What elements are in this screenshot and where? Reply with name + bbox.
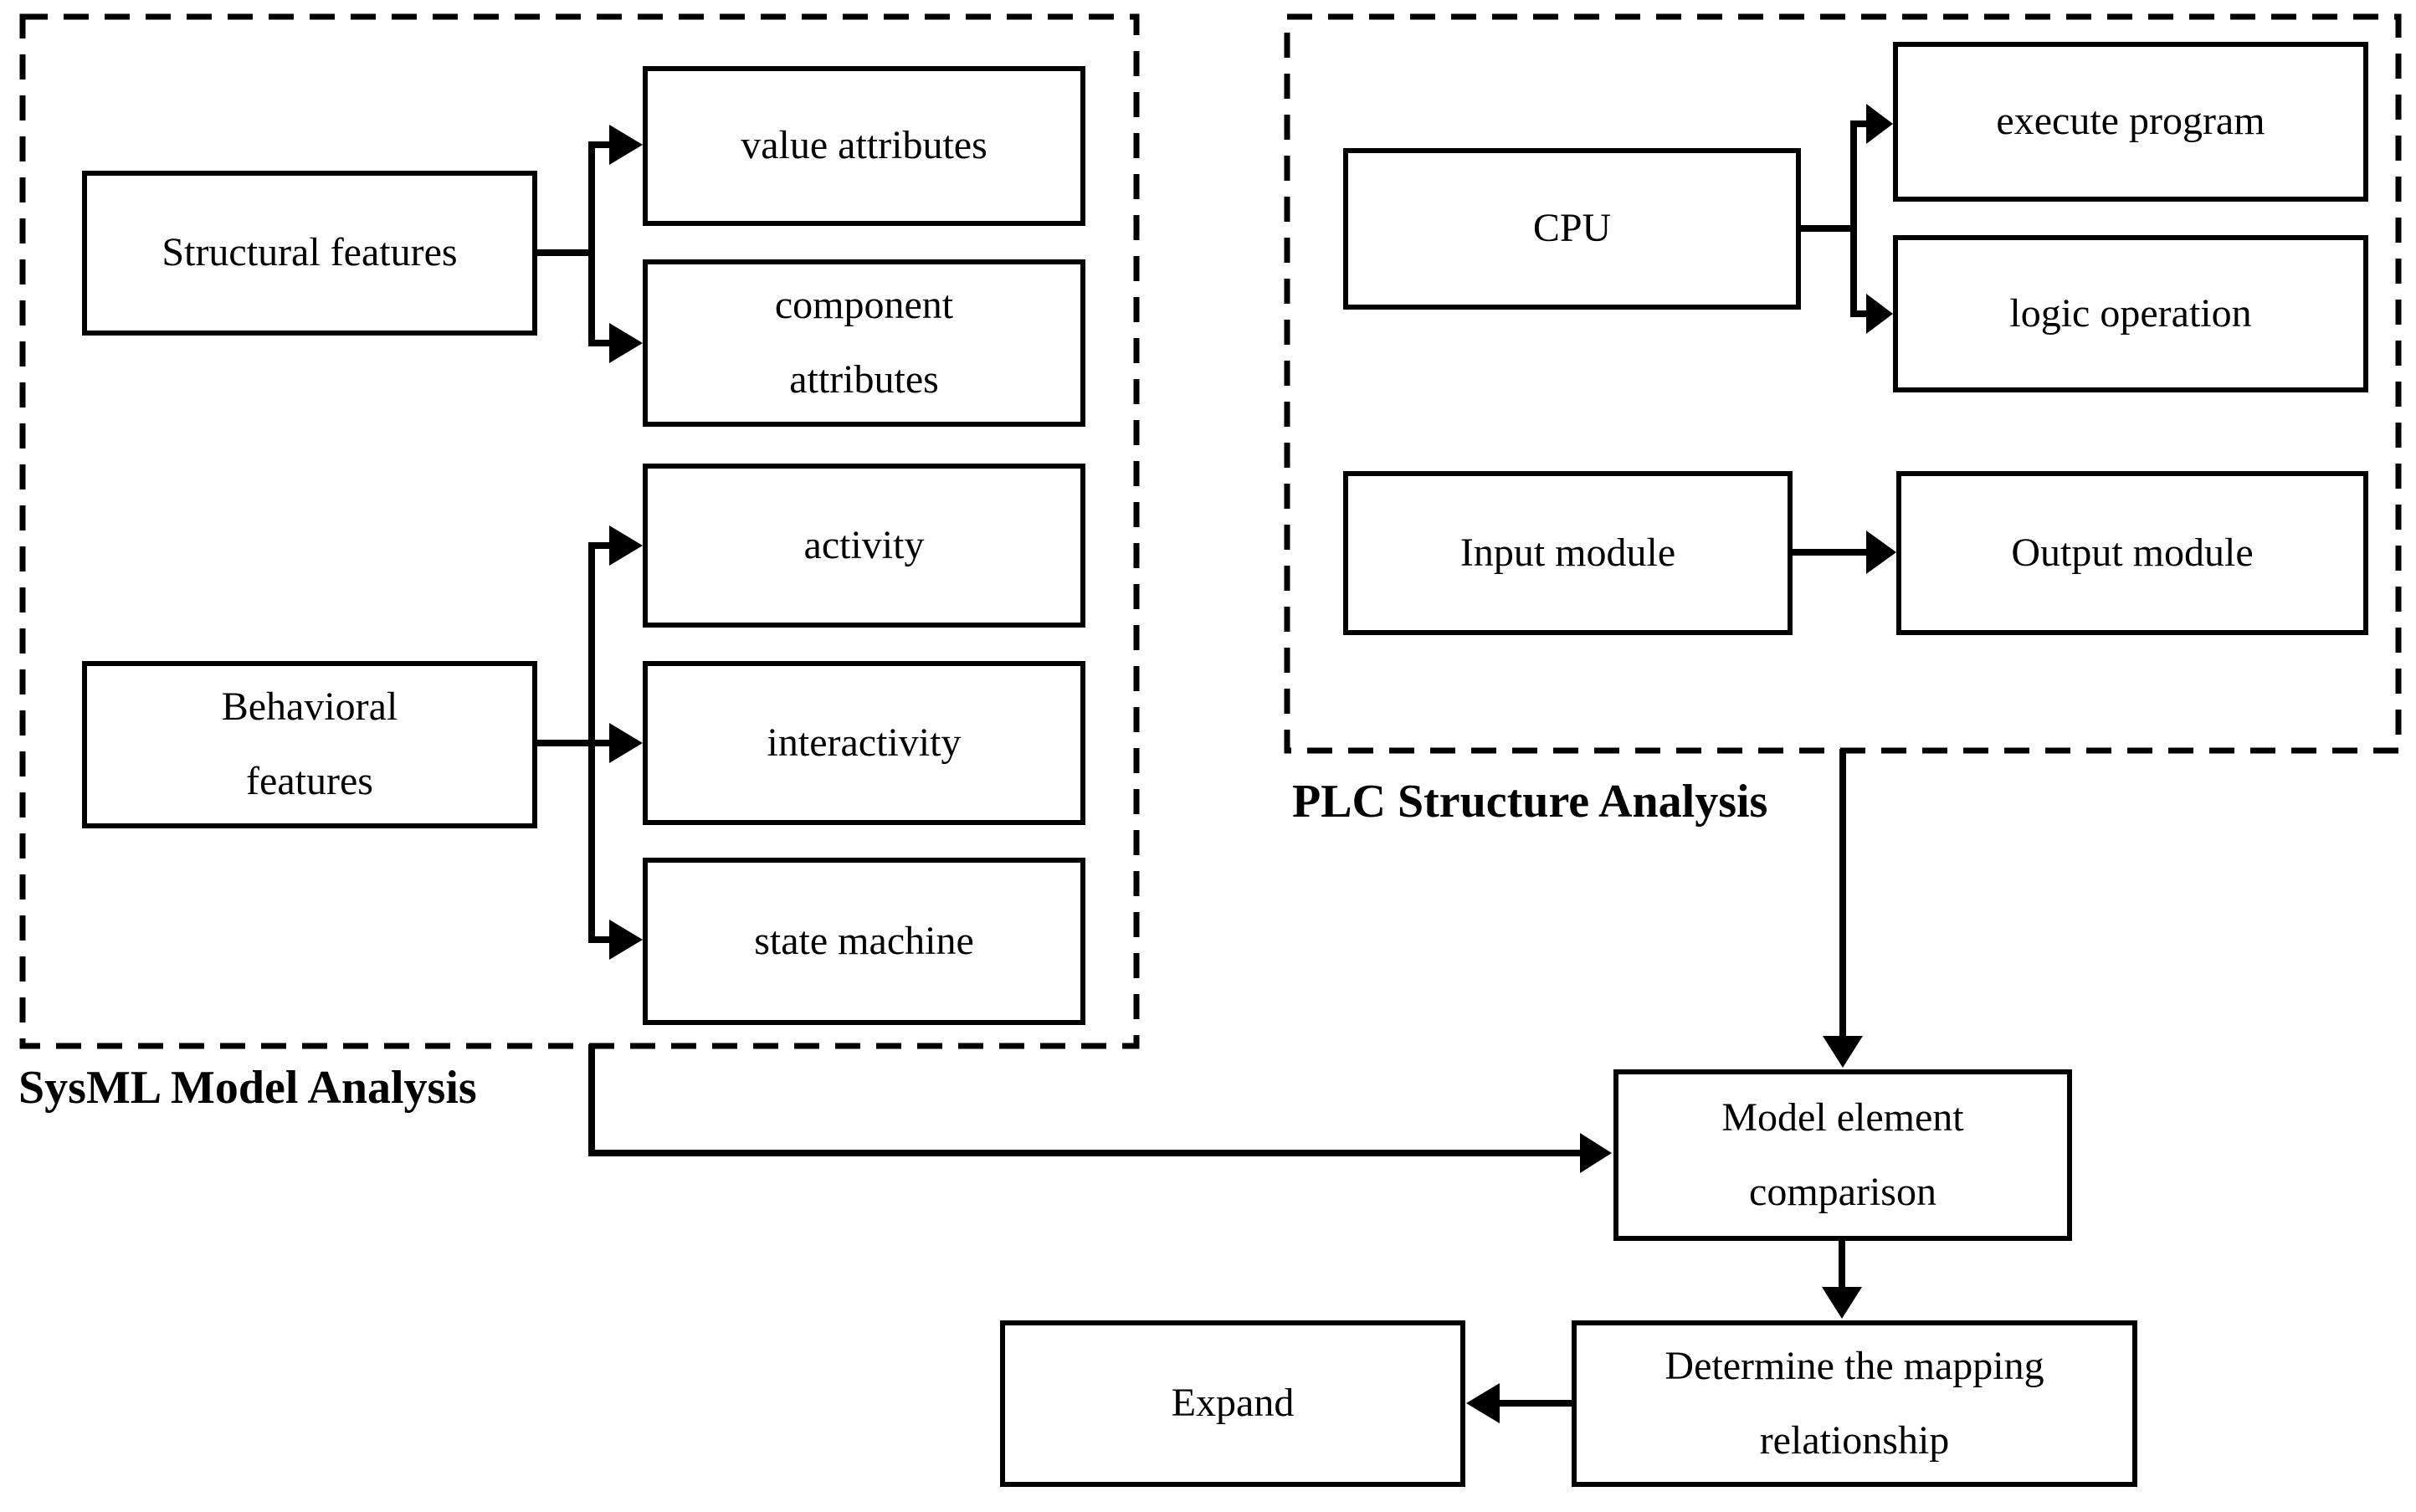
node-execute-program-label: execute program (1996, 99, 2265, 144)
node-execute-program: execute program (1893, 42, 2368, 202)
node-activity: activity (643, 464, 1085, 628)
arrowhead-execute-program (1866, 104, 1893, 144)
node-model-element-comparison-label: Model element comparison (1721, 1094, 1964, 1214)
connector-sysml-exit (588, 1044, 1583, 1156)
node-logic-operation-label: logic operation (2009, 290, 2252, 336)
node-activity-label: activity (803, 522, 925, 567)
sysml-group-border (19, 13, 1140, 1049)
node-expand-label: Expand (1171, 1381, 1295, 1426)
edge-behavioral-to-activities (534, 525, 643, 960)
arrowhead-model-element-top (1823, 1036, 1863, 1068)
node-model-element-comparison: Model element comparison (1613, 1069, 2072, 1241)
arrowhead-state-machine (609, 920, 643, 960)
node-state-machine-label: state machine (754, 918, 974, 963)
node-behavioral-features-label: Behavioral features (221, 684, 398, 803)
edge-sysml-to-model-element-comparison (588, 1044, 1612, 1173)
edge-structural-to-value-and-component (534, 125, 643, 363)
node-value-attributes: value attributes (643, 66, 1085, 226)
node-input-module-label: Input module (1459, 530, 1676, 575)
edge-comparison-to-determine (1822, 1238, 1862, 1319)
edge-determine-to-expand (1466, 1383, 1572, 1423)
arrowhead-component-attributes (609, 323, 643, 363)
node-state-machine: state machine (643, 858, 1085, 1025)
arrowhead-determine-mapping (1822, 1287, 1862, 1319)
arrowhead-model-element-left (1580, 1133, 1612, 1173)
node-interactivity-label: interactivity (767, 720, 962, 765)
node-component-attributes-label: component attributes (774, 283, 954, 402)
node-determine-mapping: Determine the mapping relationship (1572, 1320, 2137, 1487)
edge-plc-to-model-element-comparison (1823, 749, 1863, 1068)
arrowhead-expand (1466, 1383, 1500, 1423)
sysml-group-label: SysML Model Analysis (18, 1062, 477, 1114)
edge-cpu-to-functions (1793, 104, 1893, 334)
node-interactivity: interactivity (643, 661, 1085, 825)
node-logic-operation: logic operation (1893, 235, 2368, 392)
node-output-module-label: Output module (2011, 530, 2254, 575)
arrowhead-output-module (1866, 530, 1896, 574)
arrowhead-value-attributes (609, 125, 643, 165)
arrowhead-logic-operation (1866, 294, 1893, 334)
node-determine-mapping-label: Determine the mapping relationship (1665, 1343, 2044, 1463)
node-structural-features: Structural features (82, 171, 537, 336)
plc-group-label: PLC Structure Analysis (1292, 776, 1768, 828)
node-expand: Expand (1000, 1320, 1465, 1487)
node-component-attributes: component attributes (643, 259, 1085, 427)
node-value-attributes-label: value attributes (741, 123, 987, 168)
arrowhead-activity (609, 525, 643, 566)
node-behavioral-features: Behavioral features (82, 661, 537, 828)
node-cpu: CPU (1343, 148, 1801, 310)
node-structural-features-label: Structural features (162, 230, 458, 275)
node-cpu-label: CPU (1532, 206, 1612, 251)
node-input-module: Input module (1343, 471, 1793, 635)
arrowhead-interactivity (609, 723, 643, 763)
edge-input-to-output-module (1793, 530, 1896, 574)
node-output-module: Output module (1896, 471, 2368, 635)
